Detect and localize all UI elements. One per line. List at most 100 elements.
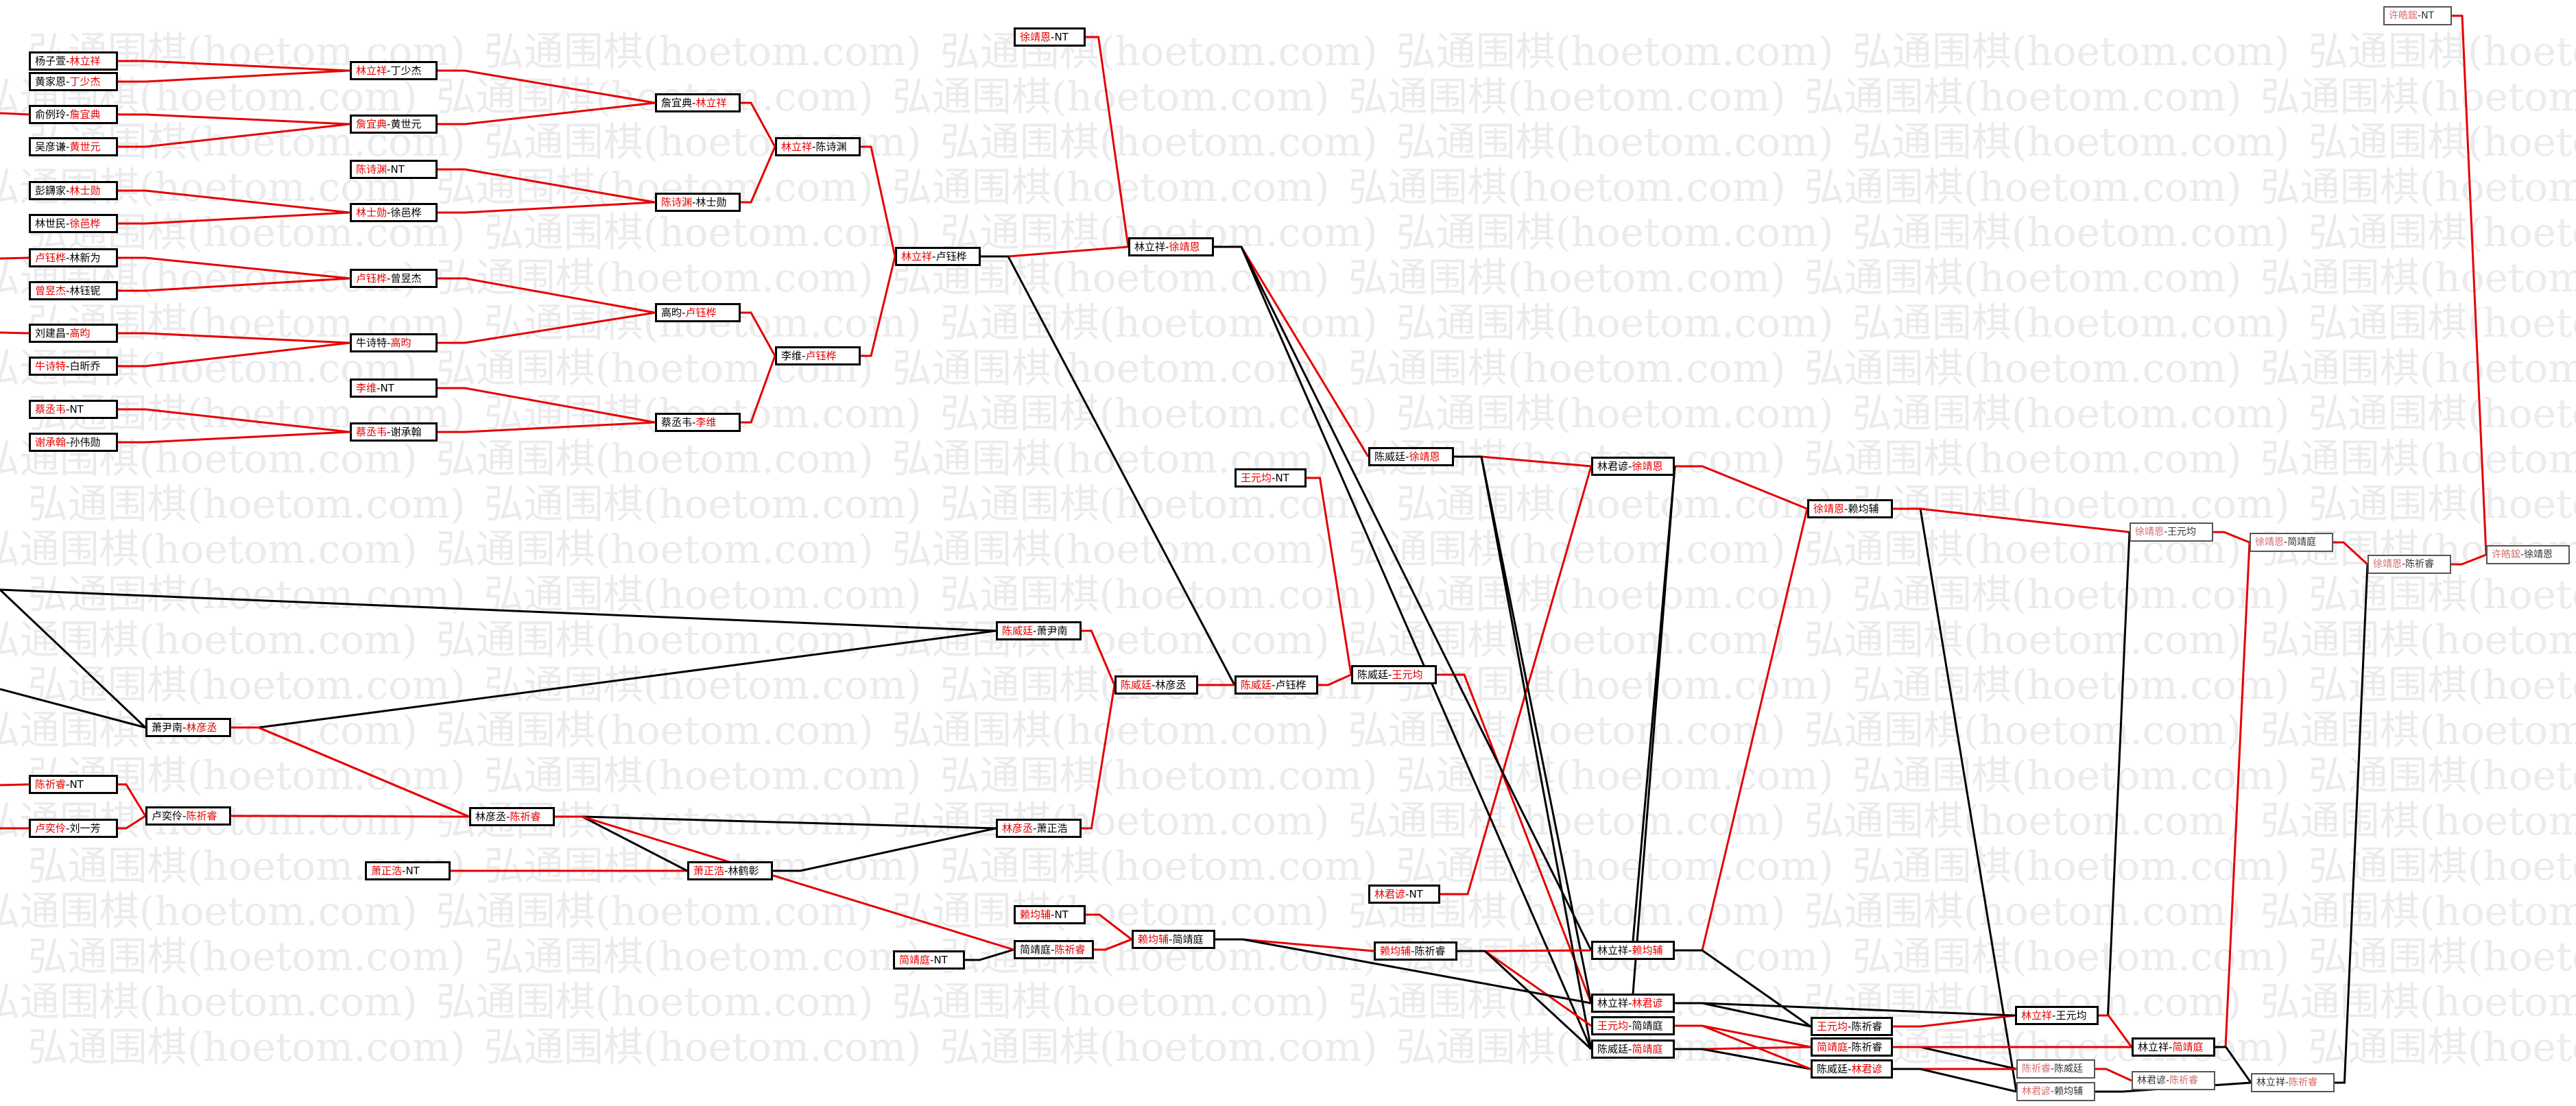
bracket-line bbox=[1675, 1002, 2016, 1017]
match-node[interactable]: 林立祥-王元均 bbox=[2015, 1006, 2099, 1025]
match-node[interactable]: 林立祥-简靖庭 bbox=[2132, 1037, 2215, 1057]
separator: - bbox=[387, 118, 391, 130]
match-node[interactable]: 林彦丞-陈祈睿 bbox=[469, 807, 555, 826]
winner-path-line bbox=[1893, 507, 2130, 533]
match-node[interactable]: 牛诗特-高昀 bbox=[350, 333, 438, 352]
separator: - bbox=[506, 810, 510, 823]
player-b: 简靖庭 bbox=[1632, 1020, 1663, 1032]
separator: - bbox=[66, 217, 70, 230]
match-node[interactable]: 萧正浩-林鹤彰 bbox=[687, 861, 773, 880]
winner-path-line bbox=[1440, 466, 1593, 895]
match-node[interactable]: 林君谚-NT bbox=[1368, 885, 1440, 904]
match-node[interactable]: 陈威廷-林彦丞 bbox=[1114, 675, 1198, 695]
match-node[interactable]: 林君谚-徐靖恩 bbox=[1591, 457, 1675, 476]
match-node[interactable]: 蔡丞韦-NT bbox=[29, 400, 118, 419]
winner-path-line bbox=[438, 69, 656, 104]
separator: - bbox=[66, 327, 70, 339]
match-node[interactable]: 彭鑮家-林士勋 bbox=[29, 181, 118, 200]
player-a: 林立祥 bbox=[781, 141, 813, 153]
match-node[interactable]: 萧尹南-林彦丞 bbox=[145, 718, 231, 737]
match-node[interactable]: 赖均辅-陈祈睿 bbox=[1374, 941, 1457, 961]
match-node[interactable]: 谢承翰-孙伟勋 bbox=[29, 433, 118, 452]
separator: - bbox=[2284, 537, 2288, 548]
player-a: 黄家恩 bbox=[35, 75, 67, 88]
match-node[interactable]: 赖均辅-简靖庭 bbox=[1132, 930, 1215, 949]
match-node[interactable]: 杨子萱-林立祥 bbox=[29, 51, 118, 71]
match-node[interactable]: 林立祥-陈祈睿 bbox=[2251, 1073, 2335, 1092]
match-node[interactable]: 林君谚-赖均辅 bbox=[2016, 1082, 2095, 1101]
match-node[interactable]: 林立祥-丁少杰 bbox=[350, 61, 438, 80]
match-node[interactable]: 林世民-徐邑桦 bbox=[29, 214, 118, 233]
match-node[interactable]: 许皓鋐-徐靖恩 bbox=[2486, 545, 2570, 564]
player-a: 萧正浩 bbox=[693, 865, 725, 877]
match-node[interactable]: 高昀-卢钰桦 bbox=[655, 303, 741, 322]
match-node[interactable]: 卢奕伶-刘一芳 bbox=[29, 819, 118, 838]
match-node[interactable]: 王元均-简靖庭 bbox=[1591, 1016, 1675, 1035]
player-a: 赖均辅 bbox=[1380, 945, 1411, 957]
match-node[interactable]: 简靖庭-NT bbox=[893, 950, 965, 970]
match-node[interactable]: 陈威廷-徐靖恩 bbox=[1368, 447, 1454, 466]
player-a: 王元均 bbox=[1241, 472, 1272, 484]
match-node[interactable]: 林君谚-陈祈睿 bbox=[2132, 1071, 2215, 1090]
match-node[interactable]: 萧正浩-NT bbox=[365, 861, 451, 880]
match-node[interactable]: 徐靖恩-王元均 bbox=[2130, 522, 2213, 542]
match-node[interactable]: 刘建昌-高昀 bbox=[29, 324, 118, 343]
bracket-line bbox=[1454, 455, 1593, 1050]
match-node[interactable]: 林立祥-徐靖恩 bbox=[1128, 237, 1214, 256]
player-b: 林君谚 bbox=[1851, 1063, 1883, 1075]
match-node[interactable]: 俞例玲-詹宜典 bbox=[29, 105, 118, 124]
player-b: NT bbox=[2421, 10, 2435, 21]
match-node[interactable]: 陈威廷-萧尹南 bbox=[996, 621, 1082, 640]
match-node[interactable]: 曾昱杰-林钰铌 bbox=[29, 281, 118, 300]
match-node[interactable]: 徐靖恩-赖均辅 bbox=[1807, 499, 1893, 518]
match-node[interactable]: 陈威廷-简靖庭 bbox=[1591, 1039, 1675, 1059]
separator: - bbox=[377, 382, 381, 394]
match-node[interactable]: 简靖庭-陈祈睿 bbox=[1811, 1037, 1893, 1057]
player-a: 徐靖恩 bbox=[2135, 527, 2164, 538]
match-node[interactable]: 蔡丞韦-李维 bbox=[655, 413, 741, 432]
match-node[interactable]: 林士勋-徐邑桦 bbox=[350, 203, 438, 222]
match-node[interactable]: 林立祥-陈诗渊 bbox=[775, 137, 861, 156]
player-a: 萧正浩 bbox=[371, 865, 403, 877]
player-b: 简靖庭 bbox=[1632, 1043, 1663, 1055]
match-node[interactable]: 林彦丞-萧正浩 bbox=[996, 819, 1082, 838]
winner-path-line bbox=[438, 201, 656, 214]
winner-path-line bbox=[1675, 1024, 1811, 1070]
match-node[interactable]: 詹宜典-黄世元 bbox=[350, 115, 438, 134]
match-node[interactable]: 李维-卢钰桦 bbox=[775, 346, 861, 365]
match-node[interactable]: 简靖庭-陈祈睿 bbox=[1014, 940, 1094, 959]
match-node[interactable]: 李维-NT bbox=[350, 378, 438, 398]
match-node[interactable]: 卢奕伶-陈祈睿 bbox=[145, 806, 231, 826]
match-node[interactable]: 陈祈睿-NT bbox=[29, 775, 118, 794]
match-node[interactable]: 陈诗渊-NT bbox=[350, 160, 438, 179]
match-node[interactable]: 林立祥-赖均辅 bbox=[1591, 941, 1675, 960]
match-node[interactable]: 王元均-NT bbox=[1235, 468, 1307, 488]
bracket-line bbox=[1893, 1068, 2017, 1093]
player-b: 陈祈睿 bbox=[510, 810, 541, 823]
match-node[interactable]: 林立祥-卢钰桦 bbox=[895, 247, 981, 266]
player-b: 林君谚 bbox=[1632, 997, 1663, 1009]
match-node[interactable]: 陈威廷-林君谚 bbox=[1811, 1059, 1893, 1079]
player-b: 丁少杰 bbox=[69, 75, 101, 88]
match-node[interactable]: 许皓鋐-NT bbox=[2383, 6, 2452, 25]
separator: - bbox=[2418, 10, 2422, 21]
match-node[interactable]: 吴彦谦-黄世元 bbox=[29, 137, 118, 156]
match-node[interactable]: 陈诗渊-林士勋 bbox=[655, 193, 741, 212]
match-node[interactable]: 徐靖恩-陈祈睿 bbox=[2368, 555, 2451, 574]
match-node[interactable]: 詹宜典-林立祥 bbox=[655, 93, 741, 112]
match-node[interactable]: 卢钰桦-曾昱杰 bbox=[350, 269, 438, 288]
match-node[interactable]: 王元均-陈祈睿 bbox=[1811, 1017, 1893, 1036]
match-node[interactable]: 黄家恩-丁少杰 bbox=[29, 72, 118, 91]
match-node[interactable]: 徐靖恩-NT bbox=[1014, 27, 1086, 47]
player-a: 陈威廷 bbox=[1817, 1063, 1848, 1075]
match-node[interactable]: 林立祥-林君谚 bbox=[1591, 994, 1675, 1013]
match-node[interactable]: 徐靖恩-简靖庭 bbox=[2250, 533, 2333, 552]
match-node[interactable]: 陈威廷-王元均 bbox=[1351, 665, 1437, 684]
match-node[interactable]: 卢钰桦-林新为 bbox=[29, 248, 118, 267]
match-node[interactable]: 牛诗特-白昕乔 bbox=[29, 357, 118, 376]
player-b: NT bbox=[1054, 909, 1069, 921]
match-node[interactable]: 赖均辅-NT bbox=[1014, 905, 1086, 924]
match-node[interactable]: 陈祈睿-陈威廷 bbox=[2016, 1059, 2095, 1079]
match-node[interactable]: 陈威廷-卢钰桦 bbox=[1235, 675, 1318, 695]
match-node[interactable]: 蔡丞韦-谢承翰 bbox=[350, 422, 438, 442]
